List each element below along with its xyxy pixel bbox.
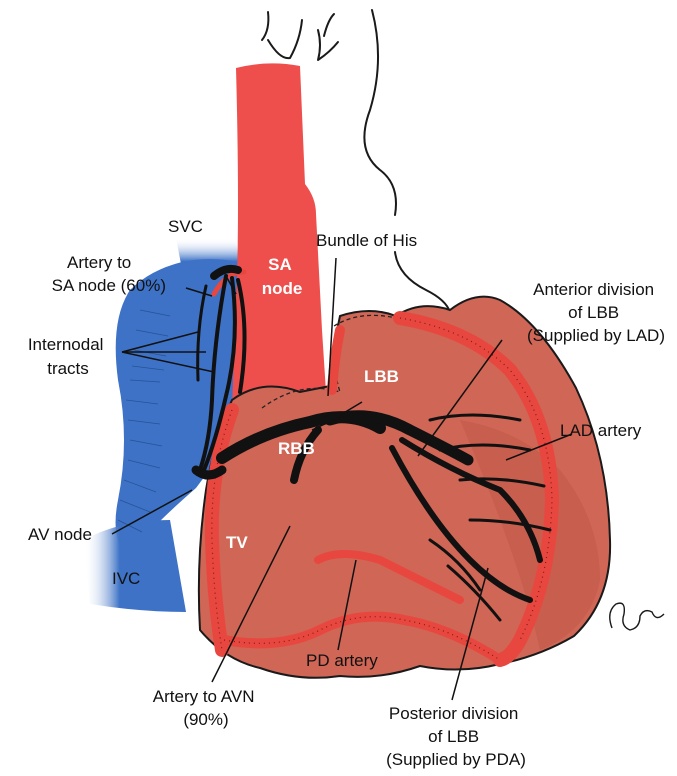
label-anterior-division-lbb: Anterior division of LBB (Supplied by LA…: [527, 280, 665, 345]
label-internodal-tracts: Internodal tracts: [28, 335, 108, 378]
label-artery-to-avn: Artery to AVN (90%): [153, 687, 259, 729]
label-pd-artery: PD artery: [306, 651, 378, 670]
ivc-region: [84, 520, 186, 612]
label-lad-artery: LAD artery: [560, 421, 642, 440]
label-rbb: RBB: [278, 439, 315, 458]
aorta: [232, 63, 326, 408]
label-artery-to-sa-node: Artery to SA node (60%): [52, 253, 166, 295]
label-svc: SVC: [168, 217, 203, 236]
label-ivc: IVC: [112, 569, 140, 588]
label-av-node: AV node: [28, 525, 92, 544]
label-bundle-of-his: Bundle of His: [316, 231, 417, 250]
label-lbb: LBB: [364, 367, 399, 386]
av-node-mark: [196, 470, 222, 475]
artist-signature: [610, 603, 664, 630]
label-posterior-division-lbb: Posterior division of LBB (Supplied by P…: [386, 704, 526, 769]
label-tv: TV: [226, 533, 248, 552]
